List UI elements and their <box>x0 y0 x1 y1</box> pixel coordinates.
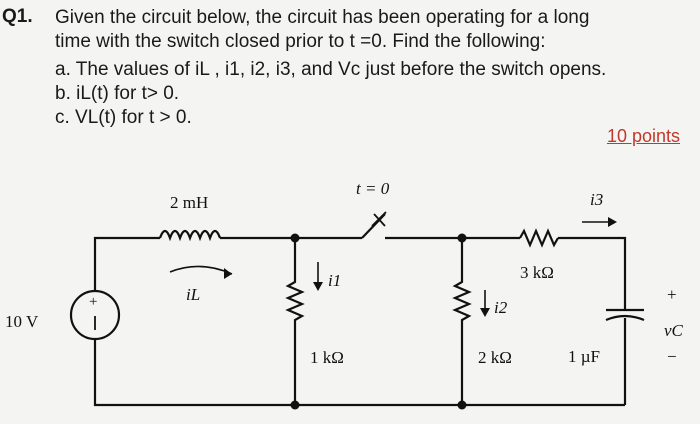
vc-minus: − <box>667 347 677 366</box>
current-i1-label: i1 <box>328 271 341 290</box>
node-d-dot <box>457 400 467 410</box>
il-arrowhead <box>224 268 232 279</box>
voltage-source <box>69 289 121 341</box>
source-plus: + <box>89 294 97 310</box>
cap-plate-bottom <box>605 314 645 322</box>
node-c-dot <box>290 400 300 410</box>
cap-label: 1 µF <box>568 347 600 366</box>
question-part-a: a. The values of iL , i1, i2, i3, and Vc… <box>55 59 607 80</box>
resistor-2k <box>452 238 472 405</box>
wire-r3-cap <box>558 236 627 310</box>
resistor-3k <box>519 228 559 248</box>
switch-mark <box>371 211 387 227</box>
node-a-dot <box>290 233 300 243</box>
i3-arrowhead <box>608 217 617 227</box>
i2-arrowhead <box>480 308 490 317</box>
il-arrow <box>169 265 233 275</box>
resistor-1k <box>285 238 305 405</box>
vc-plus: + <box>667 285 677 304</box>
question-line-1: Given the circuit below, the circuit has… <box>55 7 590 28</box>
question-part-c: c. VL(t) for t > 0. <box>55 107 192 128</box>
question-number: Q1. <box>2 6 33 27</box>
inductor-label: 2 mH <box>170 193 208 212</box>
r2-label: 2 kΩ <box>478 348 512 367</box>
inductor <box>158 229 222 242</box>
wire-bottom <box>93 340 625 407</box>
source-label: 10 V <box>5 312 39 331</box>
wire-source-top <box>93 236 160 290</box>
node-b-dot <box>457 233 467 243</box>
current-il-label: iL <box>186 285 200 304</box>
points-label: 10 points <box>606 126 680 146</box>
current-i2-label: i2 <box>494 298 508 317</box>
current-i3-label: i3 <box>590 190 603 209</box>
r1-label: 1 kΩ <box>310 348 344 367</box>
question-part-b: b. iL(t) for t> 0. <box>55 83 180 104</box>
r3-label: 3 kΩ <box>520 263 554 282</box>
switch-label: t = 0 <box>356 179 390 198</box>
i1-arrowhead <box>313 282 323 291</box>
vc-label: vC <box>664 321 684 340</box>
question-line-2: time with the switch closed prior to t =… <box>55 31 546 52</box>
